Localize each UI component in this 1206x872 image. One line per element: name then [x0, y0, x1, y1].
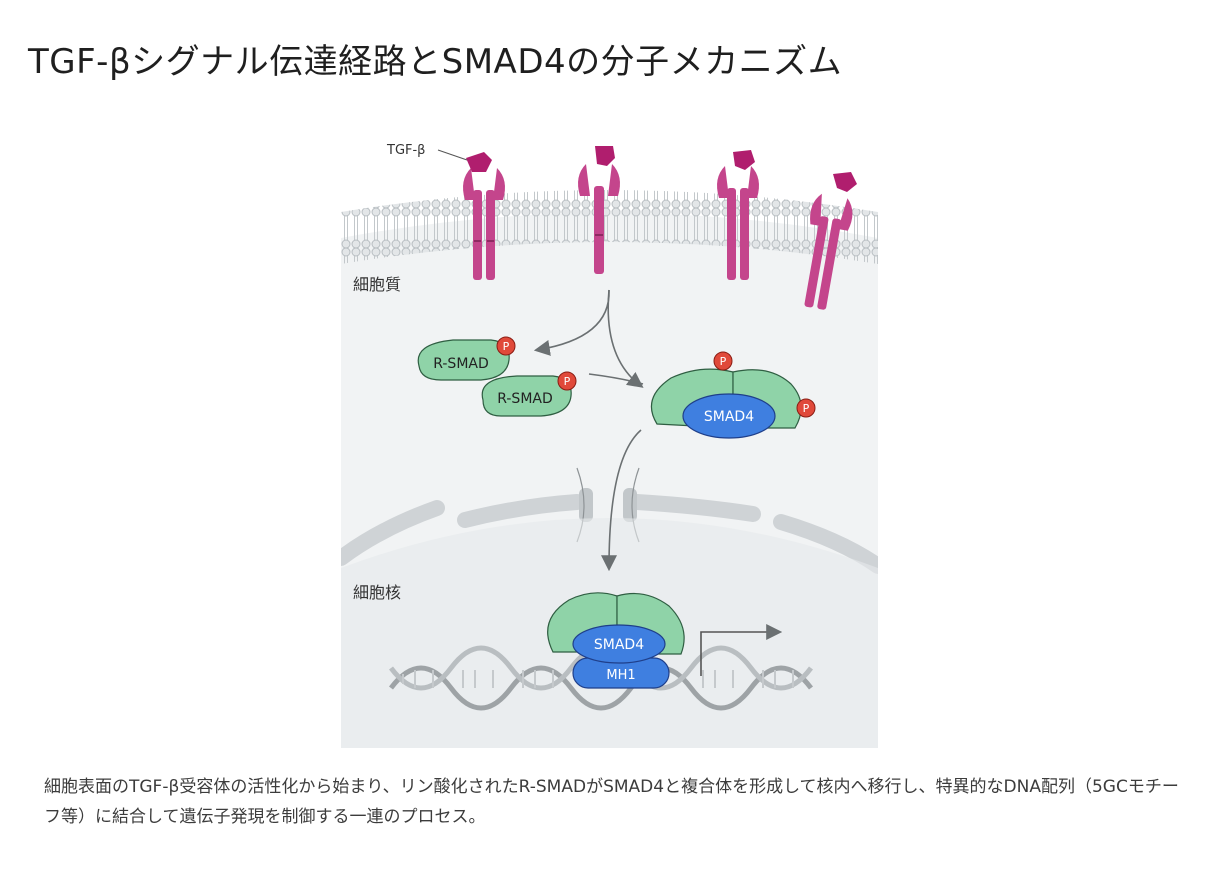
nuclear-envelope-mid-left	[457, 494, 585, 528]
figure-caption: 細胞表面のTGF-β受容体の活性化から始まり、リン酸化されたR-SMADがSMA…	[44, 777, 1179, 827]
phospho-4	[796, 398, 816, 418]
receptor-4	[804, 193, 853, 310]
phospho-2-label: P	[564, 375, 571, 388]
nuclear-pore-right	[623, 488, 637, 522]
phospho-1-label: P	[503, 340, 510, 353]
nuclear-envelope-left	[341, 500, 445, 566]
rsmad-2: R-SMAD P	[481, 371, 577, 417]
phospho-1	[496, 336, 516, 356]
phospho-3	[713, 351, 733, 371]
ligand-4	[833, 172, 857, 192]
smad-complex-cytoplasm: SMAD4 P P	[650, 351, 816, 439]
rsmad-1: R-SMAD P	[417, 336, 516, 381]
receptor-2	[578, 164, 620, 274]
rsmad-2-label: R-SMAD	[497, 391, 553, 407]
nuclear-envelope-right	[773, 514, 878, 574]
arrow-to-complex-b	[588, 373, 644, 385]
complex-smad4-label: SMAD4	[704, 409, 754, 425]
ligand-pointer-line	[437, 149, 468, 161]
cytoplasm-label: 細胞質	[353, 275, 401, 294]
nuclear-smad4-label: SMAD4	[594, 637, 644, 653]
ligand-3	[733, 150, 755, 170]
nuclear-pore-left	[579, 488, 593, 522]
arrow-to-complex-a	[607, 289, 644, 388]
arrow-to-nucleus	[601, 429, 642, 572]
transcription-arrow	[700, 624, 783, 676]
phospho-3-label: P	[720, 355, 727, 368]
receptor-3	[717, 166, 759, 280]
smad-complex-nucleus: MH1 SMAD4	[547, 592, 685, 689]
tgf-beta-ligand	[466, 152, 492, 172]
receptor-1	[463, 168, 505, 280]
rsmad-1-label: R-SMAD	[433, 356, 489, 372]
mh1-label: MH1	[606, 668, 635, 683]
pathway-diagram: TGF-β 細胞質 R-SMAD P R-SMAD P	[341, 128, 878, 748]
ligand-2	[595, 146, 615, 166]
ligand-label: TGF-β	[386, 143, 425, 158]
phospho-2	[557, 371, 577, 391]
phospho-4-label: P	[803, 402, 810, 415]
nucleus-label: 細胞核	[353, 583, 401, 602]
page-title: TGF-βシグナル伝達経路とSMAD4の分子メカニズム	[28, 42, 843, 82]
nuclear-envelope-mid-right	[629, 494, 761, 522]
